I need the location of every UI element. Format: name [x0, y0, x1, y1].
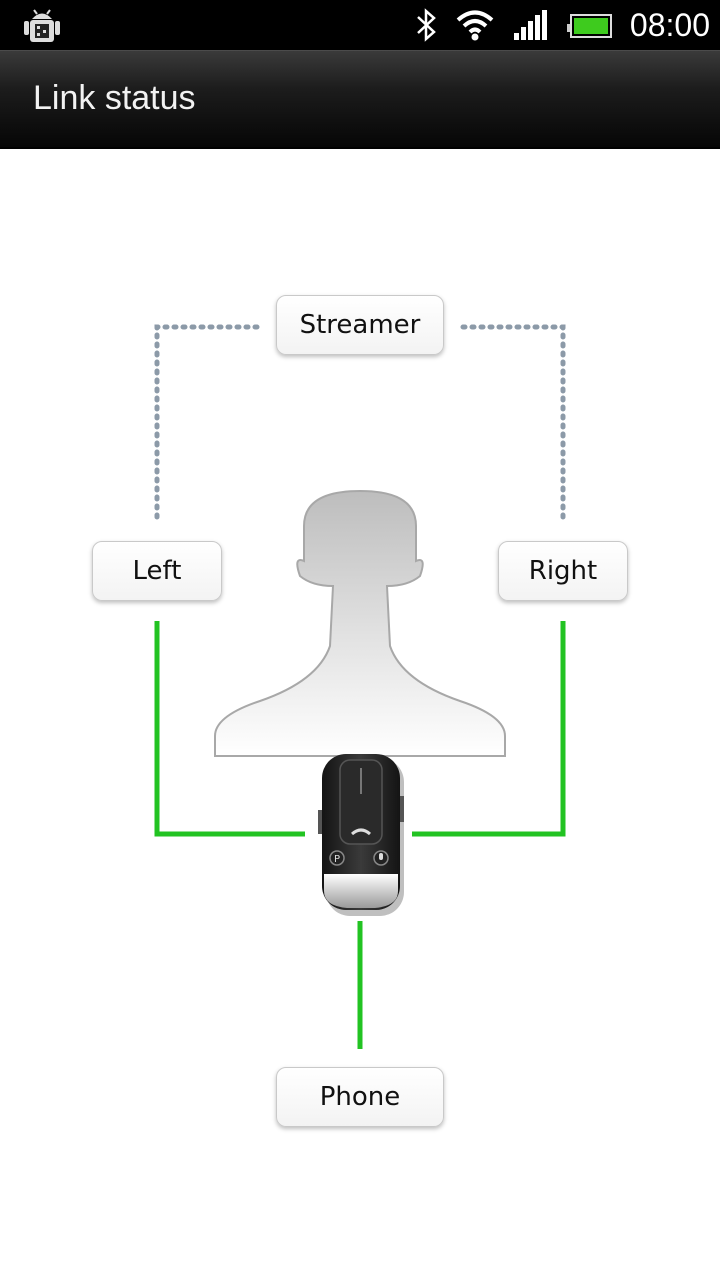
- link-right-device: [412, 621, 566, 837]
- status-bar: 08:00: [0, 0, 720, 50]
- wifi-icon: [456, 10, 494, 41]
- android-debug-icon: [24, 9, 60, 42]
- link-streamer-right: [460, 324, 566, 524]
- right-node[interactable]: Right: [498, 541, 628, 601]
- page-title: Link status: [33, 79, 196, 117]
- program-button-label: P: [334, 854, 340, 865]
- person-silhouette-icon: [214, 489, 506, 757]
- link-left-device: [154, 621, 305, 837]
- bluetooth-icon: [417, 8, 436, 42]
- battery-icon: [566, 14, 612, 38]
- title-bar: Link status: [0, 50, 720, 149]
- signal-icon: [513, 10, 547, 40]
- status-time: 08:00: [629, 6, 710, 43]
- link-streamer-left: [154, 324, 260, 524]
- link-status-diagram: P Streamer Left Right Phone: [0, 146, 720, 1280]
- streamer-node[interactable]: Streamer: [276, 295, 444, 355]
- phone-node[interactable]: Phone: [276, 1067, 444, 1127]
- left-node[interactable]: Left: [92, 541, 222, 601]
- streamer-device-icon: P: [318, 754, 404, 916]
